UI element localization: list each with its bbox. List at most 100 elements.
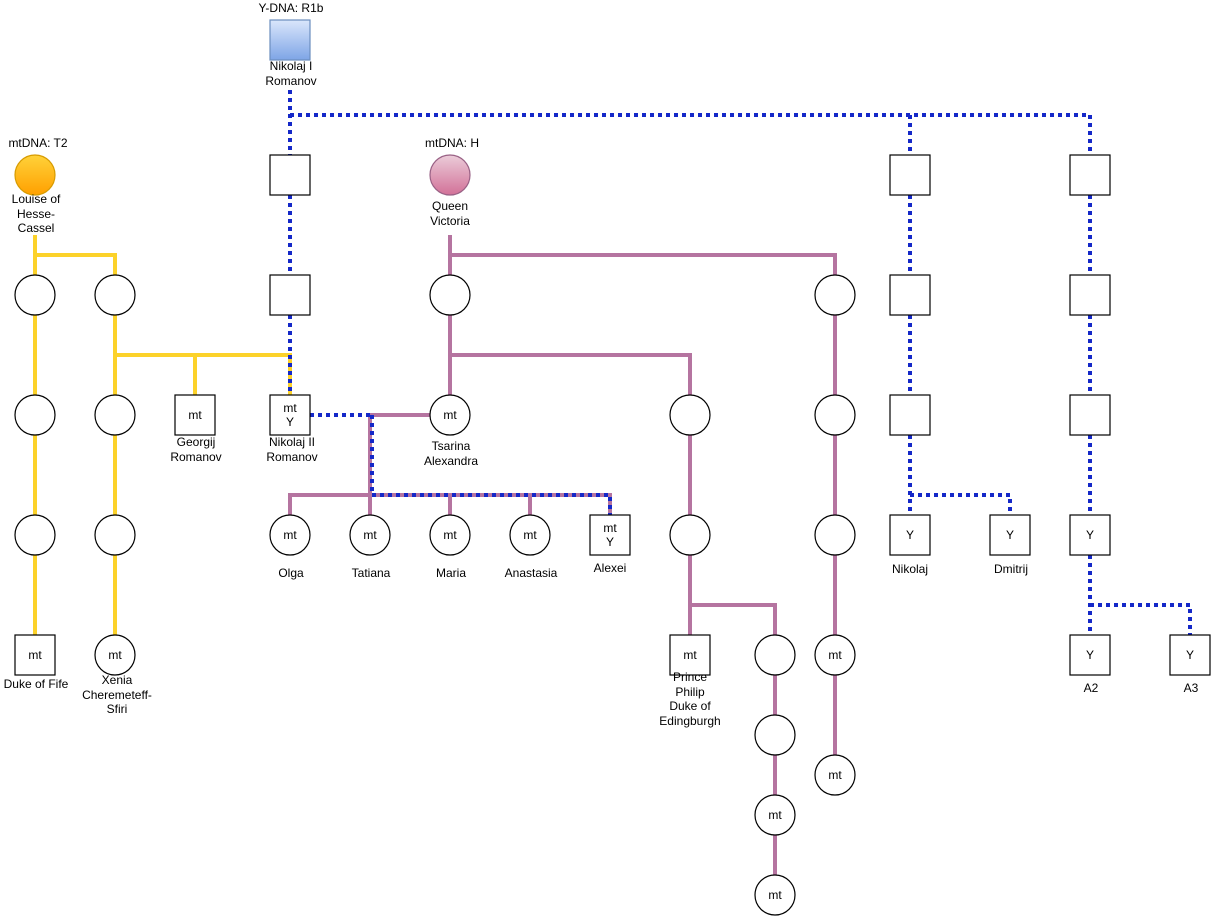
female-circle xyxy=(814,514,856,556)
male-square xyxy=(269,274,311,316)
node-female[interactable] xyxy=(669,514,711,556)
node-female[interactable] xyxy=(814,274,856,316)
node-male[interactable] xyxy=(269,274,311,316)
female-circle xyxy=(814,634,856,676)
node-male[interactable] xyxy=(269,154,311,196)
haplotype-marker: mt xyxy=(283,528,297,542)
node-female[interactable] xyxy=(669,394,711,436)
female-circle xyxy=(429,394,471,436)
node-female[interactable]: mt xyxy=(754,794,796,836)
node-dmitrij[interactable]: Y xyxy=(989,514,1031,556)
male-square xyxy=(1069,394,1111,436)
female-circle xyxy=(429,154,471,196)
node-female[interactable] xyxy=(14,274,56,316)
haplotype-marker: mt xyxy=(523,528,537,542)
node-nikolaj[interactable]: Y xyxy=(889,514,931,556)
name-dmitrij: Dmitrij xyxy=(994,562,1028,576)
node-male[interactable]: Y xyxy=(1069,514,1111,556)
node-female[interactable] xyxy=(94,274,136,316)
name-a3: A3 xyxy=(1183,681,1199,695)
node-a3[interactable]: Y xyxy=(1169,634,1211,676)
node-philip[interactable]: mt xyxy=(669,634,711,676)
male-square xyxy=(269,19,311,61)
name-philip: Prince Philip Duke of Edingburgh xyxy=(659,670,721,728)
name-georgij: Georgij Romanov xyxy=(170,435,222,464)
node-louise[interactable] xyxy=(14,154,56,196)
female-circle xyxy=(754,874,796,916)
node-male[interactable] xyxy=(1069,154,1111,196)
haplotype-marker: mt xyxy=(603,521,617,535)
haplotype-marker: mt xyxy=(828,648,842,662)
male-square xyxy=(889,154,931,196)
node-maria[interactable]: mt xyxy=(429,514,471,556)
female-circle xyxy=(14,274,56,316)
node-male[interactable] xyxy=(1069,274,1111,316)
node-female[interactable] xyxy=(754,714,796,756)
ydna-dotted-line xyxy=(910,493,1012,515)
male-square xyxy=(1069,274,1111,316)
ydna-dotted-line xyxy=(290,113,1092,155)
node-alexandra[interactable]: mt xyxy=(429,394,471,436)
female-circle xyxy=(754,794,796,836)
node-female[interactable] xyxy=(429,274,471,316)
node-duke-fife[interactable]: mt xyxy=(14,634,56,676)
node-male[interactable] xyxy=(889,154,931,196)
name-anastasia: Anastasia xyxy=(504,566,558,580)
female-circle xyxy=(269,514,311,556)
haplotype-marker: mt xyxy=(443,528,457,542)
name-xenia: Xenia Cheremeteff- Sfiri xyxy=(82,673,152,716)
haplotype-marker: mt xyxy=(768,808,782,822)
node-female[interactable]: mt xyxy=(814,634,856,676)
node-alexei[interactable]: mtY xyxy=(589,514,631,556)
node-female[interactable] xyxy=(94,514,136,556)
node-nikolaj-ii[interactable]: mtY xyxy=(269,394,311,436)
male-square xyxy=(1169,634,1211,676)
name-nikolaj: Nikolaj xyxy=(891,562,928,576)
node-female[interactable] xyxy=(814,394,856,436)
female-circle xyxy=(754,714,796,756)
haplotype-marker: Y xyxy=(606,535,614,549)
node-female[interactable] xyxy=(14,394,56,436)
haplotype-marker: Y xyxy=(1086,528,1094,542)
node-victoria[interactable] xyxy=(429,154,471,196)
node-tatiana[interactable]: mt xyxy=(349,514,391,556)
female-circle xyxy=(14,514,56,556)
node-georgij[interactable]: mt xyxy=(174,394,216,436)
male-square xyxy=(889,514,931,556)
node-male[interactable] xyxy=(889,274,931,316)
yellow-lineage-line xyxy=(35,253,117,275)
mtdna-t2-label: mtDNA: T2 xyxy=(8,136,68,150)
female-circle xyxy=(94,394,136,436)
male-square xyxy=(1069,634,1111,676)
haplotype-marker: mt xyxy=(768,888,782,902)
node-female[interactable] xyxy=(94,394,136,436)
pink-lineage-line xyxy=(450,353,692,395)
name-alexandra: Tsarina Alexandra xyxy=(423,439,479,468)
node-nikolaj-i[interactable] xyxy=(269,19,311,61)
node-xenia[interactable]: mt xyxy=(94,634,136,676)
ydna-dotted-line xyxy=(370,415,612,515)
female-circle xyxy=(349,514,391,556)
node-a2[interactable]: Y xyxy=(1069,634,1111,676)
node-female[interactable]: mt xyxy=(754,874,796,916)
node-male[interactable] xyxy=(1069,394,1111,436)
yellow-lineage-line xyxy=(115,353,292,395)
node-female[interactable] xyxy=(14,514,56,556)
node-olga[interactable]: mt xyxy=(269,514,311,556)
female-circle xyxy=(754,634,796,676)
male-square xyxy=(989,514,1031,556)
haplotype-marker: mt xyxy=(828,768,842,782)
node-male[interactable] xyxy=(889,394,931,436)
node-female[interactable] xyxy=(754,634,796,676)
node-anastasia[interactable]: mt xyxy=(509,514,551,556)
female-circle xyxy=(14,394,56,436)
node-female[interactable] xyxy=(814,514,856,556)
male-square xyxy=(14,634,56,676)
haplotype-marker: Y xyxy=(906,528,914,542)
female-circle xyxy=(814,274,856,316)
node-female[interactable]: mt xyxy=(814,754,856,796)
female-circle xyxy=(429,274,471,316)
haplotype-marker: mt xyxy=(363,528,377,542)
